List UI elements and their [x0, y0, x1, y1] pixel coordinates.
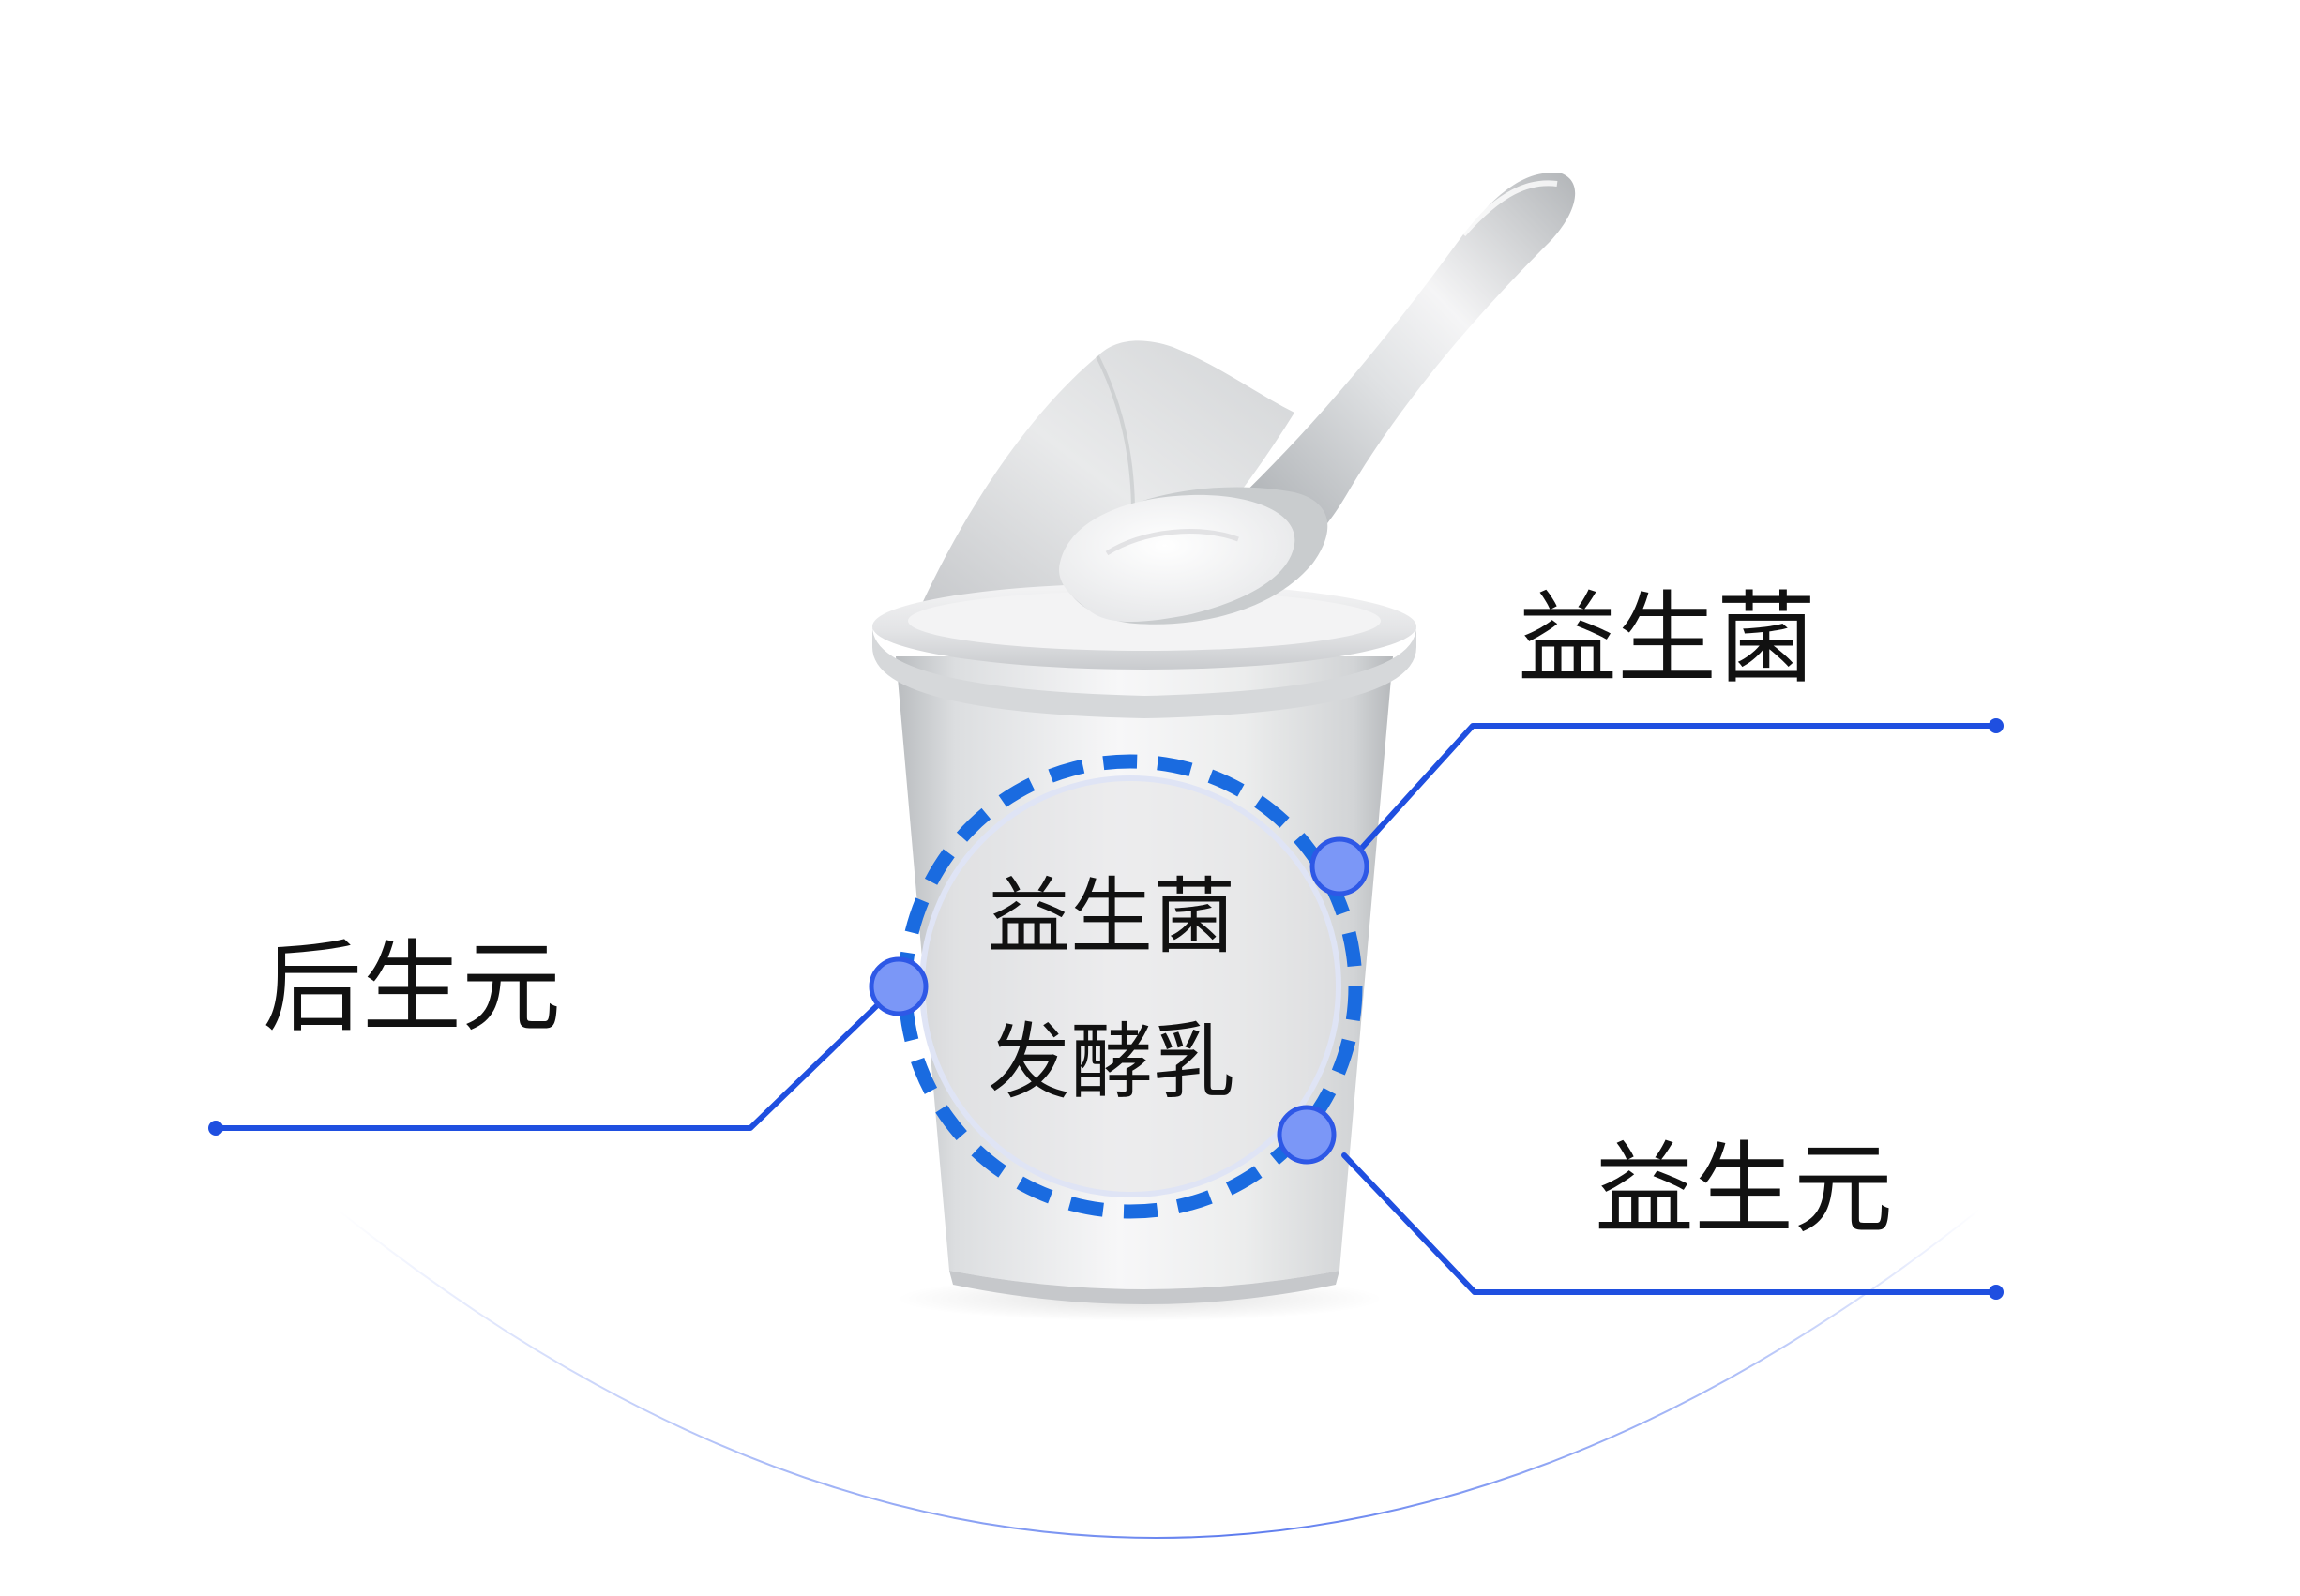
center-label-line1: 益生菌: [988, 868, 1235, 965]
ring-nodes: [869, 836, 1369, 1165]
node-left: [869, 956, 929, 1016]
callout-bottom-right: 益生元: [1595, 1132, 1893, 1247]
callout-left: 后生元: [263, 930, 561, 1046]
node-bottom-right: [1277, 1105, 1337, 1165]
connector-lines: [213, 723, 1999, 1295]
connector-bottom-right: [1341, 1152, 1999, 1295]
center-label-ring: 益生菌 发酵乳: [898, 754, 1363, 1219]
yogurt-dollop: [1059, 494, 1295, 623]
connector-left: [213, 985, 899, 1131]
center-label-line2: 发酵乳: [988, 1014, 1235, 1110]
dashed-ring: [898, 754, 1363, 1219]
cup-lid: [919, 340, 1294, 625]
end-dot-bottom-right: [1989, 1285, 2004, 1300]
end-dot-left: [208, 1121, 223, 1136]
end-dot-top-right: [1989, 718, 2004, 733]
line-end-dots: [208, 718, 2004, 1300]
connector-top-right: [1359, 723, 1999, 851]
base-arc: [337, 1209, 1980, 1539]
inner-ring: [919, 775, 1341, 1197]
callout-top-right: 益生菌: [1518, 581, 1816, 697]
node-top-right: [1309, 836, 1369, 896]
spoon-handle: [1210, 173, 1576, 553]
